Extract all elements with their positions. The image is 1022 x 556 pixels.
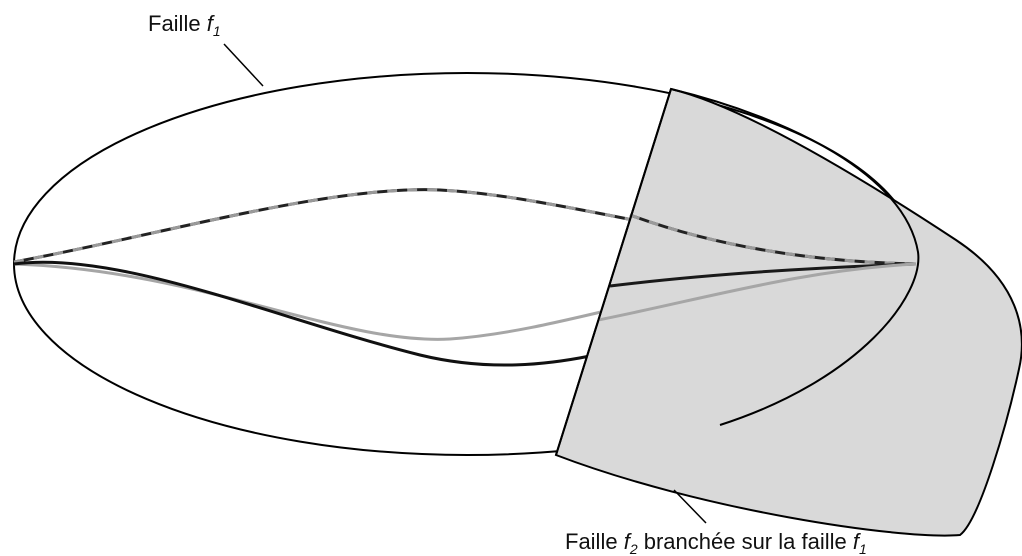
f2-light-slip-curve bbox=[597, 262, 917, 322]
fault-f1-label: Faille f1 bbox=[148, 11, 221, 39]
f2-dark-slip-curve bbox=[609, 262, 917, 288]
upper-slip-curve-on-f2-dashes bbox=[629, 213, 917, 266]
fault-f1-leader-line bbox=[223, 43, 264, 87]
fault-f1-front-edge bbox=[670, 88, 920, 426]
lower-slip-curve-dark bbox=[13, 260, 591, 367]
fault-f2-surface bbox=[554, 87, 1022, 537]
branch-line bbox=[555, 88, 672, 456]
fault-f2-leader-line bbox=[673, 489, 707, 524]
fault-f2-label: Faille f2 branchée sur la faille f1 bbox=[565, 529, 867, 556]
